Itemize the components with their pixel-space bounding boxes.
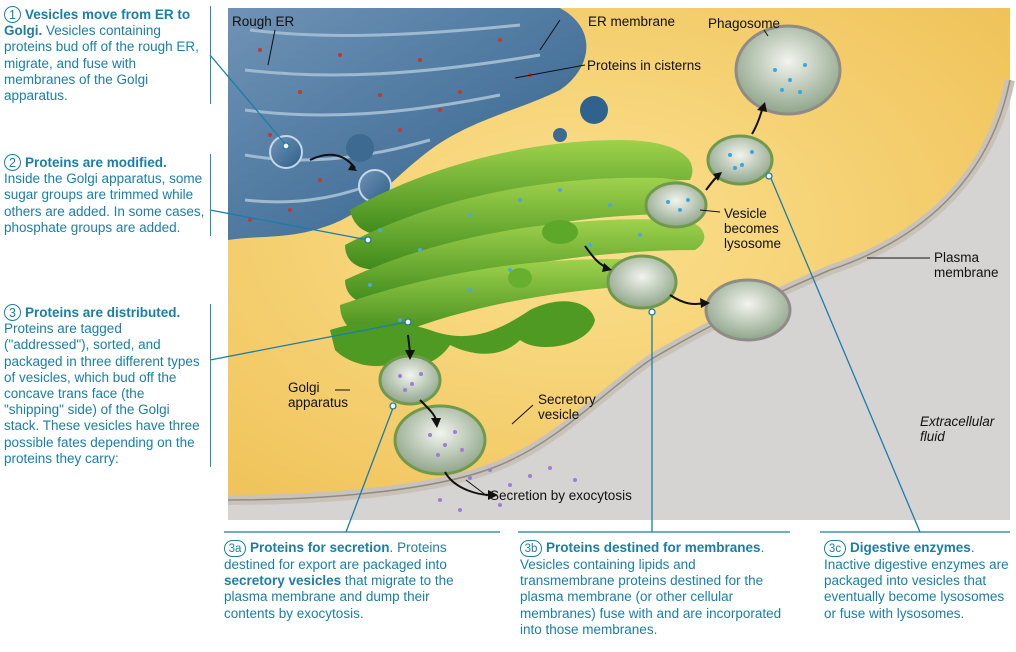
- secretory-vesicle-1: [378, 354, 442, 406]
- step-text: Proteins are tagged ("addressed"), sorte…: [4, 321, 200, 466]
- label-proteins-in-cisterns: Proteins in cisterns: [587, 58, 702, 73]
- fate-title: Digestive enzymes: [850, 540, 971, 555]
- label-secretory-vesicle: Secretory vesicle: [538, 392, 596, 422]
- label-er-membrane: ER membrane: [588, 14, 676, 29]
- label-phagosome: Phagosome: [708, 16, 781, 31]
- step-title: Proteins are distributed.: [25, 305, 181, 320]
- phagosome: [734, 24, 842, 116]
- step-text: Inside the Golgi apparatus, some sugar g…: [4, 171, 205, 235]
- fate-text: Vesicles containing lipids and transmemb…: [520, 557, 782, 637]
- fate-number: 3b: [520, 540, 542, 557]
- label-extracellular-fluid: Extracellular fluid: [920, 414, 995, 444]
- label-golgi-apparatus: Golgi apparatus: [288, 380, 349, 410]
- transport-sphere: [346, 134, 374, 162]
- fate-text-post: that migrate to the plasma membrane and …: [224, 573, 454, 621]
- step-2: 2 Proteins are modified. Inside the Golgi…: [4, 154, 211, 237]
- fate-text: Inactive digestive enzymes are packaged …: [824, 557, 1009, 621]
- er-vesicle: [269, 135, 303, 169]
- step-title: Proteins are modified.: [25, 155, 167, 170]
- membrane-vesicle: [606, 254, 678, 310]
- secretory-vesicle-2: [393, 404, 487, 476]
- golgi-stack: [330, 140, 706, 367]
- transport-sphere: [553, 128, 567, 142]
- label-plasma-membrane: Plasma membrane: [934, 250, 999, 280]
- step-number: 1: [4, 6, 21, 23]
- step-3: 3 Proteins are distributed. Proteins are …: [4, 304, 211, 468]
- vesicle-becoming-lysosome: [644, 181, 708, 229]
- step-number: 2: [4, 154, 21, 171]
- fate-number: 3c: [824, 540, 846, 557]
- rough-er: [228, 8, 587, 240]
- fate-number: 3a: [224, 540, 246, 557]
- transport-sphere: [580, 96, 608, 124]
- label-rough-er: Rough ER: [232, 14, 295, 29]
- step-title: Vesicles move from ER to Golgi.: [4, 7, 191, 39]
- lysosome-vesicle: [706, 134, 774, 186]
- fusing-vesicle: [704, 278, 792, 342]
- label-vesicle-becomes-lysosome: Vesicle becomes lysosome: [724, 206, 782, 251]
- fate-title: Proteins destined for membranes: [546, 540, 761, 555]
- step-number: 3: [4, 304, 21, 321]
- fate-title: Proteins for secretion: [250, 540, 390, 555]
- exocytosis-cargo: [438, 466, 577, 512]
- label-secretion-by-exocytosis: Secretion by exocytosis: [490, 488, 632, 503]
- step-text: Vesicles containing proteins bud off of …: [4, 23, 199, 104]
- fate-text-pre: Proteins destined for export are package…: [224, 540, 447, 572]
- fate-emphasis: secretory vesicles: [224, 573, 342, 589]
